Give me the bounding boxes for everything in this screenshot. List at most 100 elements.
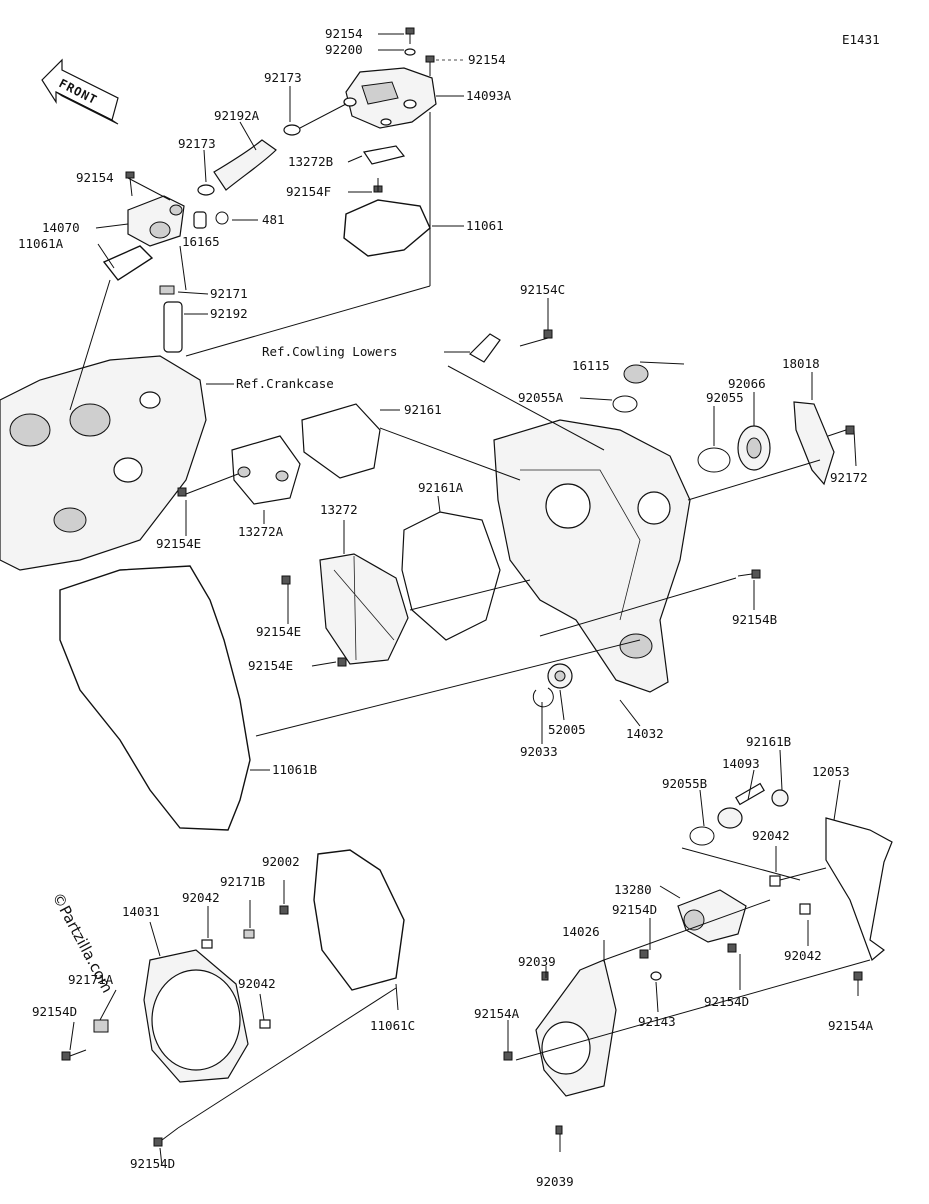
label-14026: 14026	[562, 924, 600, 939]
gasket-11061c	[313, 849, 405, 991]
label-16115: 16115	[572, 358, 610, 373]
thermostat-housing	[127, 195, 185, 247]
water-outlet-cover	[343, 67, 437, 129]
label-92033: 92033	[520, 744, 558, 759]
bolt-icon	[404, 27, 435, 76]
label-92154e-a: 92154E	[156, 536, 201, 551]
hose-92192	[163, 301, 183, 353]
ref-crankcase: Ref.Crankcase	[236, 376, 334, 391]
label-92154c: 92154C	[520, 282, 565, 297]
plate-13272a	[231, 435, 301, 505]
bolt-92154f-icon	[373, 178, 383, 193]
bolt-92154-right-icons	[503, 943, 863, 1135]
clamp-icon	[197, 124, 301, 196]
label-13272a: 13272A	[238, 524, 284, 539]
label-52005: 52005	[548, 722, 586, 737]
pump-cover-13280	[677, 889, 747, 943]
label-92172: 92172	[830, 470, 868, 485]
label-92154b: 92154B	[732, 612, 777, 627]
label-92171: 92171	[210, 286, 248, 301]
label-92154d-l: 92154D	[32, 1004, 77, 1019]
generator-cover-14031	[143, 949, 249, 1083]
label-92154e-b: 92154E	[256, 624, 301, 639]
label-92173-a: 92173	[264, 70, 302, 85]
label-92154d-r1: 92154D	[612, 902, 657, 917]
label-92154-left: 92154	[76, 170, 114, 185]
label-92154d-b: 92154D	[130, 1156, 175, 1171]
label-92039-a: 92039	[518, 954, 556, 969]
label-92154e-c: 92154E	[248, 658, 293, 673]
oring-92055	[697, 447, 731, 473]
label-13272: 13272	[320, 502, 358, 517]
label-14031: 14031	[122, 904, 160, 919]
crankcase-cover-14032	[493, 419, 691, 693]
dowel-pins	[201, 939, 271, 1029]
gasket-11061a	[102, 245, 154, 281]
crankcase-reference	[0, 355, 207, 571]
label-92002: 92002	[262, 854, 300, 869]
gasket-11061	[343, 199, 431, 257]
oil-seal-52005	[547, 663, 573, 689]
cap-16115	[623, 364, 649, 384]
label-14032: 14032	[626, 726, 664, 741]
label-14070: 14070	[42, 220, 80, 235]
label-11061a: 11061A	[18, 236, 64, 251]
label-92161: 92161	[404, 402, 442, 417]
label-92154-top: 92154	[325, 26, 363, 41]
label-18018: 18018	[782, 356, 820, 371]
front-arrow-icon: FRONT	[41, 58, 119, 125]
oil-seal-92066	[737, 425, 771, 471]
label-92171a: 92171A	[68, 972, 114, 987]
bolt-92154d-left-icons	[61, 905, 289, 1147]
label-92154a-l: 92154A	[474, 1006, 520, 1021]
label-92154a-r: 92154A	[828, 1018, 874, 1033]
label-92039-b: 92039	[536, 1174, 574, 1189]
label-92173-b: 92173	[178, 136, 216, 151]
label-16165: 16165	[182, 234, 220, 249]
diagram-id: E1431	[842, 32, 880, 47]
label-92042-r1: 92042	[752, 828, 790, 843]
oring-92055b	[689, 826, 715, 846]
dowel-92042-upper	[769, 875, 781, 887]
plate-18018	[793, 401, 835, 486]
label-92161a: 92161A	[418, 480, 464, 495]
label-92154f: 92154F	[286, 184, 331, 199]
hose-92192a	[213, 139, 277, 191]
label-14093: 14093	[722, 756, 760, 771]
insulator-92161	[301, 403, 381, 479]
bracket-12053	[825, 817, 893, 962]
label-92055a: 92055A	[518, 390, 564, 405]
label-13280: 13280	[614, 882, 652, 897]
label-92154d-r2: 92154D	[704, 994, 749, 1009]
sleeve-16165	[193, 211, 207, 229]
pump-shaft-14093	[717, 782, 765, 829]
label-92200: 92200	[325, 42, 363, 57]
seal-92161b	[771, 789, 789, 807]
clamp-92171	[159, 285, 175, 295]
label-92042-r2: 92042	[784, 948, 822, 963]
circlip-481	[215, 211, 229, 225]
ref-cowling-lowers: Ref.Cowling Lowers	[262, 344, 397, 359]
bolt-92172-icon	[827, 425, 855, 437]
cover-13272	[319, 553, 409, 665]
bolt-92154-icon	[125, 171, 135, 197]
dowel-92042-lower	[799, 903, 811, 915]
label-92192a: 92192A	[214, 108, 260, 123]
plate-13272b	[362, 145, 406, 165]
leader-lines	[69, 33, 871, 1167]
label-92066: 92066	[728, 376, 766, 391]
clamp-92171a	[93, 1019, 109, 1033]
label-92171b: 92171B	[220, 874, 265, 889]
bolt-92154c-icon	[519, 329, 553, 347]
insulator-92161a	[401, 511, 501, 641]
label-92055: 92055	[706, 390, 744, 405]
label-92042-l2: 92042	[238, 976, 276, 991]
clamp-92171b	[243, 929, 255, 939]
label-92042-l1: 92042	[182, 890, 220, 905]
label-12053: 12053	[812, 764, 850, 779]
label-14093a: 14093A	[466, 88, 512, 103]
bracket-cowling-ref	[469, 333, 501, 363]
label-92055b: 92055B	[662, 776, 707, 791]
label-92143: 92143	[638, 1014, 676, 1029]
